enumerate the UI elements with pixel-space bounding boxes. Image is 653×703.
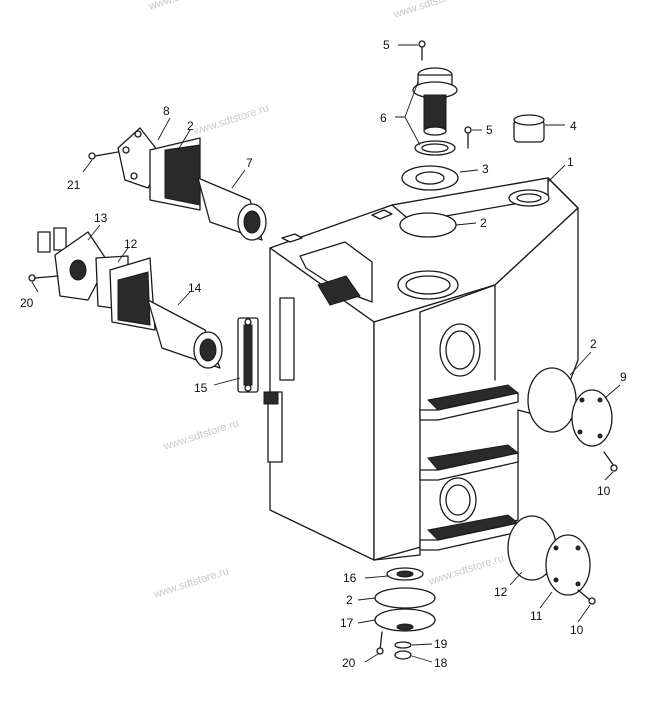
callout-2: 2 (187, 119, 194, 133)
watermark: www.sdtstore.ru (426, 552, 505, 588)
watermark: www.sdtstore.ru (146, 0, 225, 13)
watermark: www.sdtstore.ru (191, 102, 270, 138)
callout-12: 12 (124, 237, 138, 251)
callout-17: 17 (340, 616, 354, 630)
callout-19: 19 (434, 637, 448, 651)
callout-20: 20 (20, 296, 34, 310)
lower-filter (28, 227, 223, 369)
level-gauge (237, 317, 259, 393)
callout-2: 2 (346, 593, 353, 607)
upper-filter (88, 127, 267, 241)
callout-21: 21 (67, 178, 81, 192)
callout-2: 2 (590, 337, 597, 351)
callout-14: 14 (188, 281, 202, 295)
callout-16: 16 (343, 571, 357, 585)
callout-15: 15 (194, 381, 208, 395)
callout-18: 18 (434, 656, 448, 670)
watermark: www.sdtstore.ru (391, 0, 470, 21)
callout-8: 8 (163, 104, 170, 118)
callout-10: 10 (570, 623, 584, 637)
side-cover-assembly (527, 367, 618, 472)
leader-lines (31, 44, 621, 663)
lower-cover-assembly (507, 515, 596, 605)
callout-7: 7 (246, 156, 253, 170)
drain-assembly (374, 567, 436, 660)
callout-1: 1 (567, 155, 574, 169)
callouts: 5 6 5 4 1 3 2 8 2 7 21 13 12 14 20 15 2 … (20, 38, 627, 670)
watermark: www.sdtstore.ru (151, 565, 230, 601)
watermark: www.sdtstore.ru (161, 417, 240, 453)
callout-10: 10 (597, 484, 611, 498)
callout-9: 9 (620, 370, 627, 384)
filler-assembly (399, 40, 550, 238)
tank-body (263, 177, 579, 561)
callout-20: 20 (342, 656, 356, 670)
callout-4: 4 (570, 119, 577, 133)
callout-11: 11 (530, 609, 543, 623)
callout-12: 12 (494, 585, 508, 599)
callout-5: 5 (486, 123, 493, 137)
callout-2: 2 (480, 216, 487, 230)
callout-13: 13 (94, 211, 108, 225)
callout-5: 5 (383, 38, 390, 52)
callout-6: 6 (380, 111, 387, 125)
callout-3: 3 (482, 162, 489, 176)
